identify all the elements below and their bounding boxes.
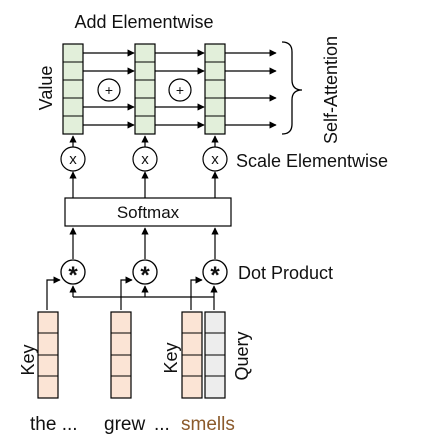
dot-operator-1: * (60, 259, 86, 289)
self-attention-brace (281, 41, 303, 135)
svg-text:x: x (69, 151, 77, 168)
key-query-connections (46, 276, 218, 310)
add-arrows (83, 49, 277, 129)
value-vectors (62, 43, 226, 135)
value-vector-2 (134, 43, 156, 135)
svg-text:*: * (210, 262, 220, 289)
scale-operator-1: x (60, 146, 86, 172)
key-vector-3 (181, 311, 203, 399)
self-attention-label: Self-Attention (321, 36, 341, 144)
add-elementwise-label: Add Elementwise (74, 12, 213, 32)
value-vector-1 (62, 43, 84, 135)
query-vector (204, 311, 226, 399)
scale-to-value-arrows (69, 135, 219, 147)
softmax-box: Softmax (64, 197, 232, 227)
word-the: the ... (30, 414, 78, 435)
key-vector-1 (37, 311, 59, 399)
scale-operator-2: x (132, 146, 158, 172)
plus-operator-2: + (168, 78, 192, 102)
key-label-left: Key (18, 344, 38, 375)
dot-operator-3: * (202, 259, 228, 289)
dot-product-label: Dot Product (238, 263, 333, 283)
scale-operator-3: x (202, 146, 228, 172)
svg-text:+: + (176, 82, 184, 98)
scale-elementwise-label: Scale Elementwise (236, 151, 388, 171)
dot-to-softmax-arrows (69, 227, 219, 259)
word-smells: smells (181, 414, 235, 435)
word-grew: grew (104, 414, 145, 435)
value-label: Value (36, 66, 56, 111)
svg-text:*: * (140, 262, 150, 289)
dot-operator-2: * (132, 259, 158, 289)
key-label-right: Key (161, 342, 181, 373)
svg-text:Softmax: Softmax (117, 203, 180, 222)
svg-text:+: + (105, 82, 113, 98)
svg-text:x: x (141, 151, 149, 168)
word-dots: ... (154, 414, 170, 435)
plus-operator-1: + (97, 78, 121, 102)
svg-text:x: x (211, 151, 219, 168)
svg-text:*: * (68, 262, 78, 289)
softmax-to-scale-arrows (69, 171, 219, 198)
query-label: Query (232, 331, 252, 380)
key-vector-2 (110, 311, 132, 399)
value-vector-3 (204, 43, 226, 135)
